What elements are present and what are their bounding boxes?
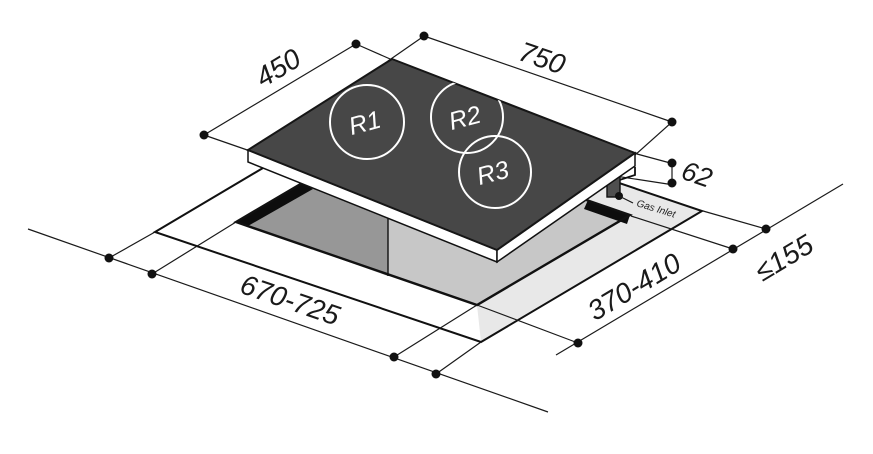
- burner-r1-circle: [329, 84, 405, 160]
- dim-height-label: 62: [678, 155, 716, 193]
- dim-edge-distance-label: ≤155: [750, 228, 820, 287]
- dimension-lines: [27, 31, 844, 413]
- dim-top-width-label: 750: [515, 36, 570, 81]
- cutout-wall-right: [584, 200, 630, 224]
- dim-left-depth-label: 450: [250, 42, 306, 93]
- glass-top: [245, 57, 638, 252]
- burner-r3-circle: [458, 135, 532, 209]
- cutout-floor-dark: [248, 189, 388, 276]
- cooktop-glass: R1 R2 R3: [245, 57, 638, 264]
- cutout-wall-left: [236, 183, 313, 226]
